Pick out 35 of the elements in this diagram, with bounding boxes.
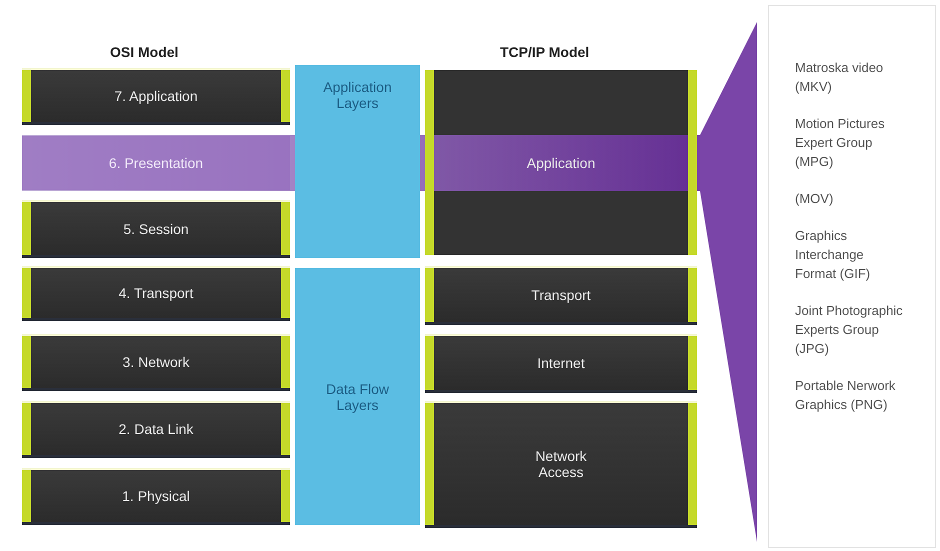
layer-box (425, 336, 697, 390)
file-format-name: Matroska video (MKV) (795, 59, 884, 96)
format-list-panel (768, 5, 936, 548)
file-format-name: Joint Photographic Experts Group (JPG) (795, 302, 904, 358)
layer-name: 6. Presentation (108, 155, 204, 171)
layer-name: 7. Application (114, 88, 198, 104)
layer-box (22, 268, 290, 318)
layer-name: 4. Transport (118, 285, 194, 301)
column-heading: OSI Model (110, 44, 178, 60)
layer-box (425, 268, 697, 322)
column-heading: TCP/IP Model (500, 44, 590, 60)
layer-name: 1. Physical (122, 488, 190, 504)
layer-group-band (295, 268, 420, 525)
layer-name: 2. Data Link (118, 421, 194, 437)
layer-name: Network Access (534, 448, 588, 480)
layer-box (22, 136, 290, 190)
layer-name: 5. Session (123, 220, 189, 236)
layer-box (22, 470, 290, 522)
layer-box (425, 403, 697, 525)
layer-box (425, 70, 697, 255)
layer-name: Transport (531, 287, 591, 303)
layer-name: 3. Network (122, 354, 190, 370)
layer-box (22, 202, 290, 255)
file-format-name: Portable Nerwork Graphics (PNG) (795, 377, 896, 414)
layer-box (22, 336, 290, 388)
layer-name: Data Flow Layers (324, 380, 390, 412)
layer-name: Internet (537, 355, 585, 371)
file-format-name: Graphics Interchange Format (GIF) (795, 227, 872, 283)
file-format-name: (MOV) (795, 190, 834, 208)
layer-group-band (295, 65, 420, 258)
file-format-name: Motion Pictures Expert Group (MPG) (795, 115, 886, 171)
layer-name: Application (526, 154, 596, 170)
layer-box (22, 403, 290, 455)
layer-name: Application Layers (322, 79, 393, 111)
layer-box (22, 70, 290, 122)
